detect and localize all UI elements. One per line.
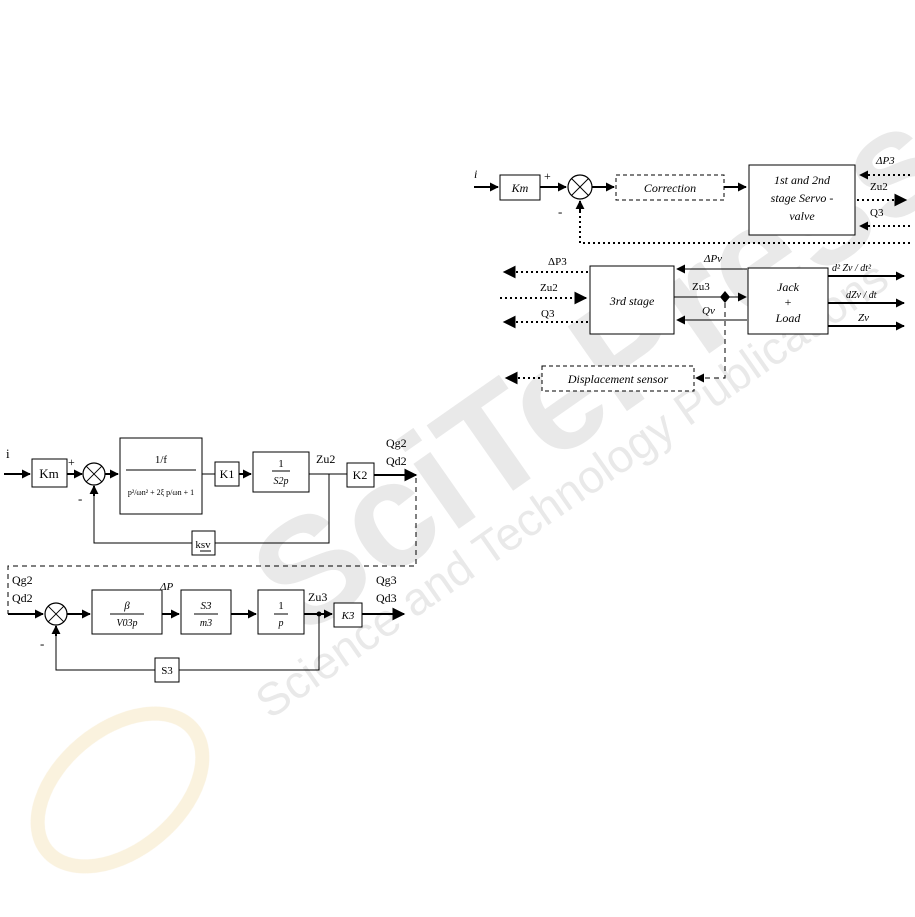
servo-label-3: valve [789, 209, 815, 223]
acc-label: d² Zv / dt² [832, 263, 872, 274]
k3-block [333, 602, 363, 628]
out-qg2-label: Qg2 [386, 436, 407, 450]
out-qg3-label: Qg3 [376, 573, 397, 587]
correction-block [615, 174, 725, 201]
top-summing-junction [567, 174, 593, 200]
ksv-label: ksv [195, 539, 211, 551]
watermark-swoosh [30, 706, 210, 874]
jack-load-block [747, 267, 829, 335]
servo-zu2-label: Zu2 [870, 181, 888, 193]
zu3-label-top: Zu3 [692, 281, 710, 293]
zu3-label: Zu3 [308, 590, 327, 604]
servo-dp3-label: ΔP3 [875, 155, 895, 167]
jack-label: Jack [777, 280, 800, 294]
sensor-label: Displacement sensor [567, 372, 669, 386]
k1-label: K1 [220, 467, 235, 481]
s3-feedback-right [179, 614, 320, 671]
s3m3-block [180, 589, 232, 635]
integrator2-den: p [278, 618, 284, 629]
integrator2-block [257, 589, 305, 635]
servo-label-2: stage Servo - [771, 191, 834, 205]
servo-valve-block [748, 164, 856, 236]
out-qd3-label: Qd3 [376, 591, 397, 605]
integrator-den: S2p [274, 476, 289, 487]
second-order-num: 1/f [155, 454, 168, 466]
pos-label: Zv [858, 312, 869, 324]
bottom-diagram: i Km + - 1/f p²/ωn² + 2ξ p/ωn + 1 K1 1 S… [4, 436, 418, 683]
top-km-label: Km [511, 181, 529, 195]
stage-connector-dashed [7, 478, 417, 614]
bottom-km-label: Km [39, 466, 59, 481]
top-input-label: i [474, 167, 477, 181]
servo-label-1: 1st and 2nd [774, 173, 831, 187]
loop2-minus-sign: - [40, 636, 44, 651]
integrator2-num: 1 [278, 600, 284, 612]
top-plus-sign: + [544, 169, 551, 183]
bottom-plus-sign: + [68, 455, 75, 469]
in-qg2-label: Qg2 [12, 573, 33, 587]
k1-block [214, 461, 240, 487]
s3m3-den: m3 [200, 618, 212, 629]
top-minus-sign: - [558, 204, 562, 219]
third-stage-label: 3rd stage [609, 294, 655, 308]
third-stage-block [589, 265, 675, 335]
k3-label: K3 [341, 610, 355, 622]
left-zu2-label: Zu2 [540, 282, 558, 294]
s3-feedback-left [55, 629, 155, 671]
beta-den: V03p [116, 618, 137, 629]
bottom-input-label: i [6, 446, 10, 461]
bottom-km-block [31, 458, 68, 488]
top-feedback-line [579, 202, 910, 244]
correction-label: Correction [644, 181, 696, 195]
out-qd2-label: Qd2 [386, 454, 407, 468]
ksv-feedback-right [215, 474, 330, 544]
k2-label: K2 [353, 468, 368, 482]
s3-label: S3 [161, 665, 173, 677]
integrator-num: 1 [278, 458, 284, 470]
zu2-label: Zu2 [316, 452, 335, 466]
qv-label: Qv [702, 305, 715, 317]
dpv-label: ΔPv [703, 253, 722, 265]
load-label: Load [775, 311, 802, 325]
bottom-summing-junction-2 [44, 602, 68, 626]
ksv-feedback-left [93, 489, 192, 544]
zu3-branch-marker [720, 291, 730, 303]
second-order-den: p²/ωn² + 2ξ p/ωn + 1 [128, 488, 194, 497]
sensor-input-line [697, 303, 726, 379]
top-km-block [499, 174, 541, 201]
s3m3-num: S3 [201, 600, 213, 612]
dp-label: ΔP [159, 581, 173, 593]
beta-num: β [123, 600, 130, 612]
left-dp3-label: ΔP3 [548, 256, 567, 268]
bottom-summing-junction-1 [82, 462, 106, 486]
beta-block [91, 589, 163, 635]
jack-plus-label: + [785, 295, 792, 309]
servo-q3-label: Q3 [870, 207, 884, 219]
second-order-block [119, 437, 203, 515]
displacement-sensor-block [541, 365, 695, 392]
k2-block [346, 462, 375, 488]
left-q3-label: Q3 [541, 308, 555, 320]
in-qd2-label: Qd2 [12, 591, 33, 605]
vel-label: dZv / dt [846, 290, 877, 301]
top-diagram: i Km + - Correction 1st and 2nd stage Se… [474, 155, 910, 392]
bottom-minus-sign: - [78, 491, 82, 506]
integrator-block [252, 451, 310, 493]
